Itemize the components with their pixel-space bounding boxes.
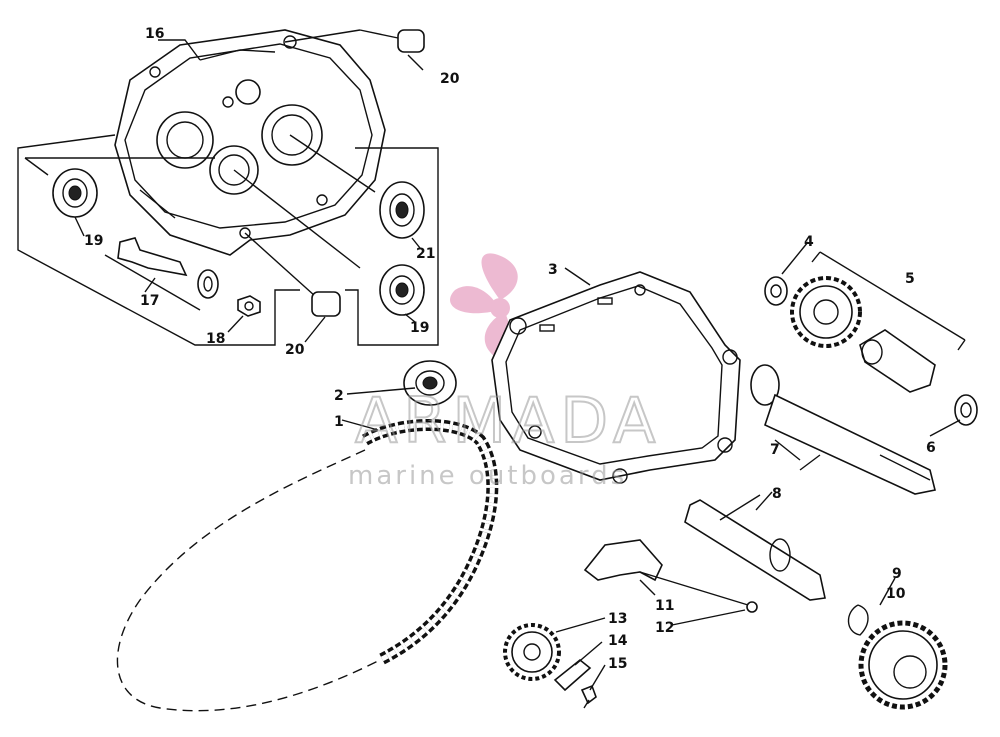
shaft-part-7: [750, 364, 936, 495]
stud-bolt-part-17: [104, 237, 219, 311]
callout-label: 4: [804, 234, 814, 250]
circlip-part-9: [847, 604, 869, 636]
bearing-part-19-left: [52, 168, 98, 218]
callout-label: 20: [440, 71, 460, 87]
callout-label: 3: [548, 262, 558, 278]
callout-label: 8: [772, 486, 782, 502]
lock-plate-part-14: [553, 658, 592, 692]
watermark-brand: ARMADA: [355, 384, 661, 457]
pinion-shaft-part-5: [859, 329, 936, 393]
callout-label: 7: [770, 442, 780, 458]
callout-label: 9: [892, 566, 902, 582]
bolt-part-15: [580, 684, 597, 709]
callout-label: 21: [416, 246, 435, 262]
sprocket-bearing-part-2: [403, 360, 457, 406]
callout-labels: 16 20 19 21 19 17 18 20 3 2 1 4 5 6 7 8 …: [84, 26, 936, 672]
washer-part-4: [764, 276, 788, 306]
nut-part-18: [237, 295, 261, 317]
callout-label: 11: [655, 598, 674, 614]
callout-label: 19: [410, 320, 429, 336]
callout-label: 13: [608, 611, 627, 627]
callout-label: 18: [206, 331, 225, 347]
callout-label: 1: [334, 414, 344, 430]
callout-label: 17: [140, 293, 159, 309]
case-cover-part-16: [114, 29, 386, 256]
callout-label: 10: [886, 586, 906, 602]
bearing-part-21: [379, 181, 425, 239]
bearing-group-bracket: [17, 134, 439, 346]
bushing-part-20-bottom: [244, 232, 341, 317]
bracket-part-5: [811, 251, 966, 351]
leader-lines: [74, 39, 961, 691]
gear-part-5: [790, 276, 862, 348]
sprocket-part-13: [503, 623, 561, 681]
gasket-part-3: [491, 271, 741, 484]
callout-label: 2: [334, 388, 344, 404]
screw-part-12: [746, 601, 758, 613]
callout-label: 15: [608, 656, 627, 672]
washer-part-6: [954, 394, 978, 426]
watermark-tagline: marine outboards: [348, 461, 627, 491]
callout-label: 16: [145, 26, 164, 42]
callout-label: 5: [905, 271, 915, 287]
shaft-part-8: [684, 494, 826, 601]
callout-label: 6: [926, 440, 936, 456]
drive-chain-part-1: [116, 419, 499, 712]
bearing-part-19-right: [379, 264, 425, 316]
callout-label: 20: [285, 342, 305, 358]
chain-guide-part-11: [583, 539, 749, 606]
bushing-part-20-top: [284, 29, 425, 53]
callout-label: 12: [655, 620, 674, 636]
callout-label: 19: [84, 233, 103, 249]
gear-part-10: [858, 620, 948, 710]
callout-label: 14: [608, 633, 628, 649]
